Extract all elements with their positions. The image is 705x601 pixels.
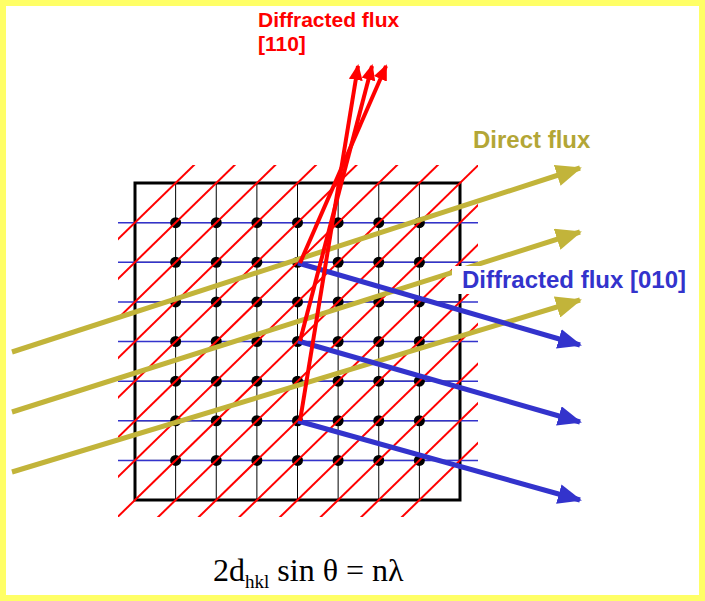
direct-flux-arrows (12, 168, 580, 472)
plane-line (118, 165, 460, 517)
diffracted-ray (298, 421, 580, 500)
planes-110 (118, 165, 478, 517)
diffracted-110-arrows (300, 66, 386, 421)
diffracted-label: Diffracted flux [110] (258, 8, 433, 56)
diffracted-label: Diffracted flux [010] (452, 266, 696, 294)
plane-line (118, 165, 298, 517)
direct-label: Direct flux (473, 126, 663, 154)
direct-ray (12, 300, 580, 472)
equation-text: sin θ = nλ (277, 552, 403, 588)
diffracted-ray (298, 341, 580, 422)
plane-line (118, 165, 216, 517)
diffracted-010-arrows (298, 263, 580, 500)
equation-subscript: hkl (245, 571, 269, 592)
diffracted-ray (300, 66, 372, 341)
diffracted-ray (300, 66, 386, 263)
bragg-equation: 2dhkl sin θ = nλ (213, 552, 404, 593)
equation-text: 2d (213, 552, 245, 588)
